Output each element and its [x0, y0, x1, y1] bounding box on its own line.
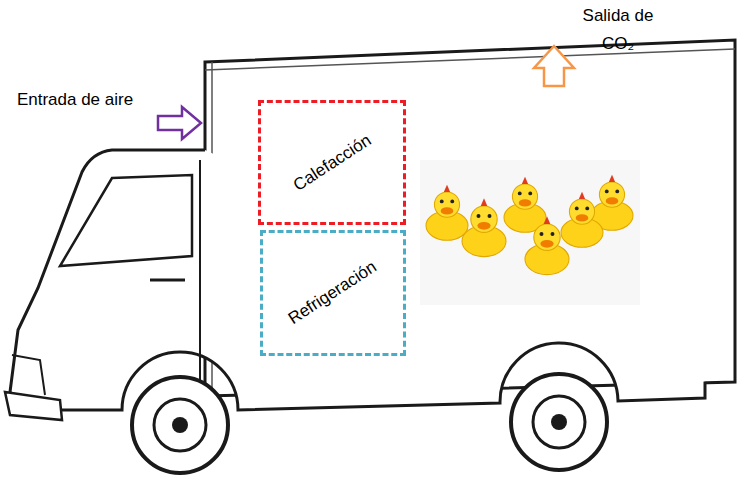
- front-axle: [172, 417, 188, 433]
- front-hub: [154, 399, 206, 451]
- rubber-duck: [561, 192, 603, 248]
- rear-axle: [551, 414, 567, 430]
- cab-door-line: [199, 160, 201, 398]
- cooling-zone: Refrigeración: [260, 230, 406, 356]
- air-inlet-label: Entrada de aire: [0, 86, 150, 114]
- co2-outlet-arrow: [534, 46, 574, 86]
- cargo-box-rim: [205, 49, 735, 70]
- rear-hub: [533, 396, 585, 448]
- rubber-duck: [525, 216, 569, 274]
- headlight: [12, 355, 45, 395]
- photo-background: [420, 160, 640, 305]
- truck-cab: [10, 150, 705, 410]
- co2-outlet-label: Salida de CO₂: [572, 2, 664, 58]
- zone-label: Calefacción: [289, 130, 374, 195]
- cab-window: [60, 175, 192, 266]
- rubber-duck: [504, 177, 546, 233]
- rubber-duck: [462, 198, 506, 256]
- air-inlet-arrow: [158, 107, 201, 139]
- bumper: [5, 392, 62, 420]
- door-handle: [150, 279, 185, 282]
- rubber-duck: [426, 185, 468, 241]
- front-wheel: [132, 377, 228, 473]
- rear-wheel: [511, 374, 607, 470]
- heating-zone: Calefacción: [258, 100, 406, 225]
- zone-label: Refrigeración: [285, 257, 381, 329]
